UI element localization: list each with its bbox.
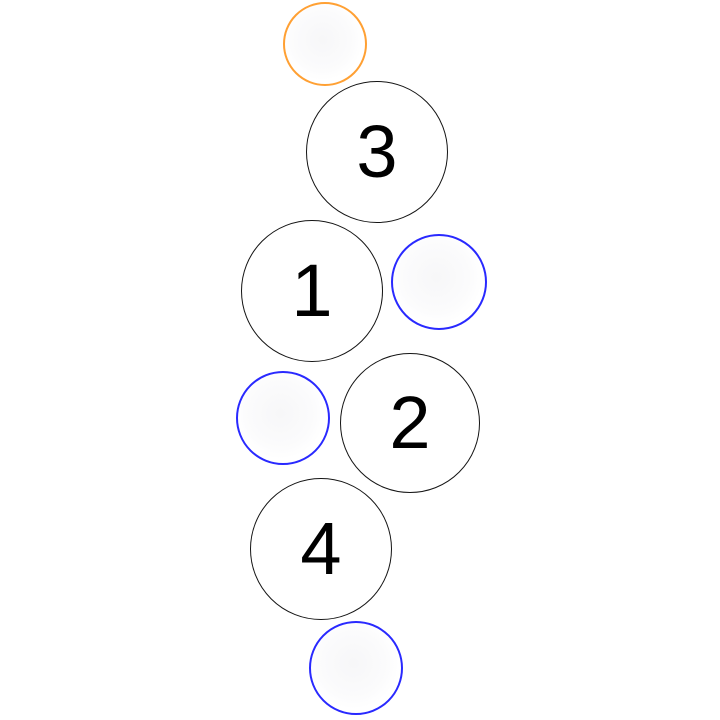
circle-1[interactable]: 1 (241, 220, 383, 362)
circle-label: 1 (291, 249, 333, 332)
circle-label: 4 (300, 507, 342, 590)
circle-orange-empty-top[interactable] (283, 2, 367, 86)
circle-label: 3 (356, 110, 398, 193)
circle-label: 2 (389, 381, 431, 464)
circle-blue-empty-right[interactable] (391, 234, 487, 330)
circle-blue-empty-left[interactable] (236, 371, 330, 465)
circle-2[interactable]: 2 (340, 353, 480, 493)
circle-4[interactable]: 4 (250, 478, 392, 620)
circle-blue-empty-bottom[interactable] (309, 621, 403, 715)
circle-3[interactable]: 3 (306, 81, 448, 223)
